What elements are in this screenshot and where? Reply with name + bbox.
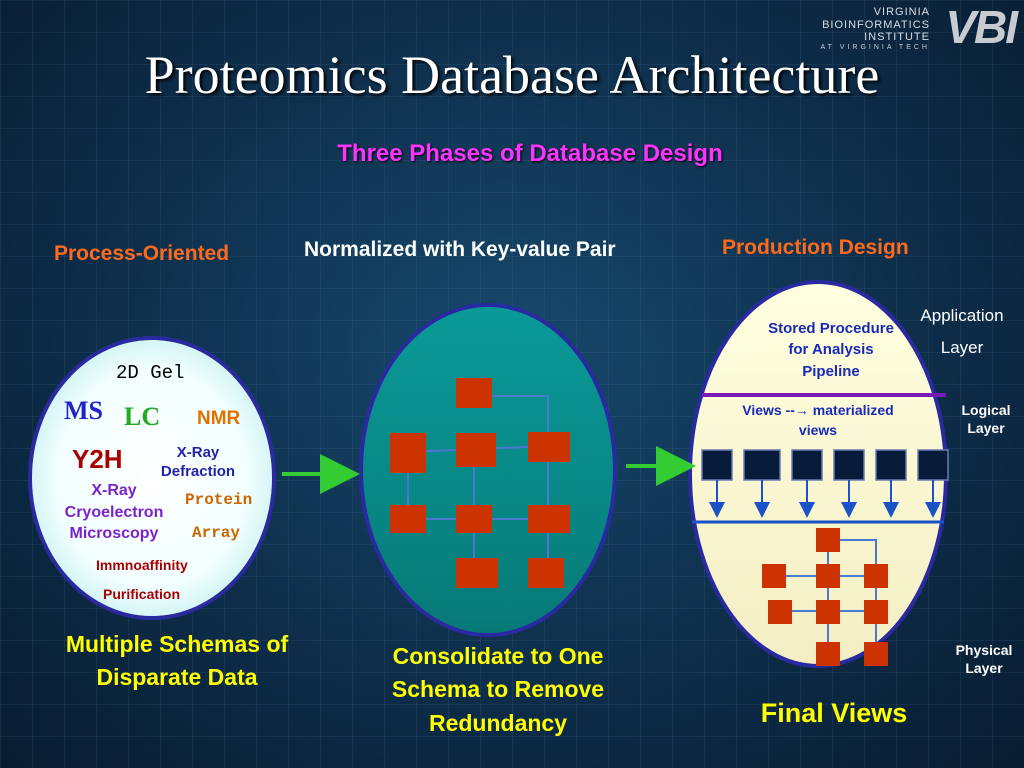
label-protein: Protein xyxy=(185,491,253,509)
logo-mark: VBI xyxy=(945,1,1018,53)
caption-middle: Consolidate to One Schema to Remove Redu… xyxy=(348,640,648,740)
label-stored-procedure: Stored Procedure for Analysis Pipeline xyxy=(750,318,912,382)
node xyxy=(456,505,492,533)
view-box xyxy=(875,449,907,481)
logo-line1: VIRGINIA xyxy=(873,6,930,18)
node xyxy=(456,378,492,408)
stored-line2: for Analysis xyxy=(788,341,874,359)
middle-oval xyxy=(359,303,617,637)
label-y2h: Y2H xyxy=(72,444,123,474)
header-production-design: Production Design xyxy=(722,236,909,259)
label-xray-cryo: X-Ray Cryoelectron Microscopy xyxy=(52,480,176,545)
view-box xyxy=(833,449,865,481)
page-title: Proteomics Database Architecture xyxy=(144,45,880,105)
views-line1: Views --→ materialized xyxy=(742,402,894,418)
label-array: Array xyxy=(192,524,241,542)
views-line2: views xyxy=(798,421,838,438)
view-box xyxy=(791,449,823,481)
label-lc: LC xyxy=(124,402,161,431)
physical-line2: Layer xyxy=(965,660,1003,677)
node xyxy=(528,505,570,533)
left-oval xyxy=(28,336,276,620)
view-arrows xyxy=(709,480,941,518)
logo-line4: AT VIRGINIA TECH xyxy=(820,43,930,51)
application-line2: Layer xyxy=(940,338,984,358)
caption-middle-line2: Schema to Remove xyxy=(391,676,605,703)
xray-defraction-line1: X-Ray xyxy=(176,444,220,461)
physical-nodes xyxy=(762,528,888,666)
stored-line1: Stored Procedure xyxy=(768,320,894,337)
view-box xyxy=(917,449,949,481)
caption-left-line2: Disparate Data xyxy=(96,664,258,691)
label-2d-gel: 2D Gel xyxy=(116,362,185,384)
node xyxy=(762,564,786,588)
xray-cryo-line1: X-Ray xyxy=(91,482,137,499)
view-boxes xyxy=(701,449,949,481)
node xyxy=(816,528,840,552)
vbi-logo: VIRGINIA BIOINFORMATICS INSTITUTE AT VIR… xyxy=(820,1,1020,54)
node xyxy=(390,433,426,473)
node xyxy=(456,433,496,467)
label-purification: Purification xyxy=(103,586,181,602)
logo-line3: INSTITUTE xyxy=(864,31,930,44)
view-box xyxy=(743,449,781,481)
caption-right: Final Views xyxy=(760,698,908,728)
node xyxy=(864,564,888,588)
xray-defraction-line2: Defraction xyxy=(160,463,236,481)
node xyxy=(864,642,888,666)
logical-layer-label: Logical Layer xyxy=(950,401,1022,437)
label-views: Views --→ materialized views xyxy=(718,401,918,440)
node xyxy=(390,505,426,533)
application-layer-label: Application Layer xyxy=(906,300,1018,365)
logical-line1: Logical xyxy=(961,402,1011,418)
logo-text: VIRGINIA BIOINFORMATICS INSTITUTE AT VIR… xyxy=(821,6,930,52)
physical-line1: Physical xyxy=(955,642,1013,658)
header-normalized: Normalized with Key-value Pair xyxy=(304,238,616,261)
logical-line2: Layer xyxy=(967,420,1005,437)
caption-middle-line1: Consolidate to One xyxy=(392,643,604,669)
node xyxy=(816,600,840,624)
label-nmr: NMR xyxy=(197,408,241,429)
application-line1: Application xyxy=(920,306,1004,325)
node xyxy=(528,432,570,462)
xray-cryo-line3: Microscopy xyxy=(69,525,159,543)
node xyxy=(816,564,840,588)
caption-left: Multiple Schemas of Disparate Data xyxy=(22,628,332,695)
subtitle: Three Phases of Database Design xyxy=(337,140,723,167)
caption-middle-line3: Redundancy xyxy=(428,709,568,736)
node xyxy=(768,600,792,624)
node xyxy=(864,600,888,624)
label-immnoaffinity: Immnoaffinity xyxy=(96,557,188,573)
node xyxy=(528,558,564,588)
header-process-oriented: Process-Oriented xyxy=(54,242,230,265)
physical-layer-label: Physical Layer xyxy=(948,641,1020,677)
view-box xyxy=(701,449,733,481)
label-ms: MS xyxy=(64,396,103,425)
caption-left-line1: Multiple Schemas of xyxy=(65,631,289,657)
middle-nodes xyxy=(390,378,570,588)
node xyxy=(816,642,840,666)
logo-line2: BIOINFORMATICS xyxy=(822,18,930,31)
label-xray-defraction: X-Ray Defraction xyxy=(150,443,246,481)
stored-line3: Pipeline xyxy=(802,362,860,380)
node xyxy=(456,558,498,588)
xray-cryo-line2: Cryoelectron xyxy=(64,503,164,521)
